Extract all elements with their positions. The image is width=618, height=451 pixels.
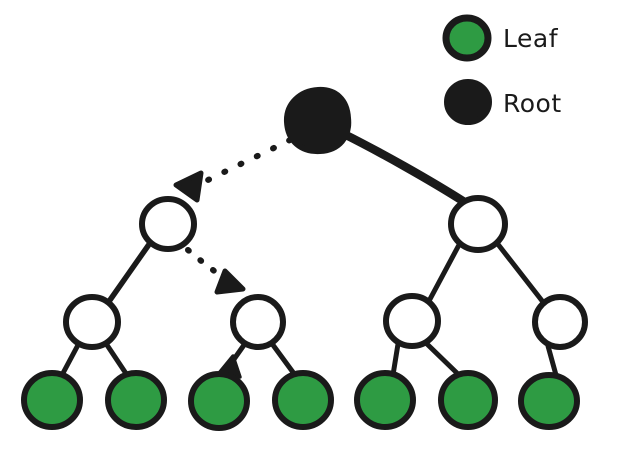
edge-nlr-to-leaf-4 bbox=[270, 342, 298, 378]
node-internal-right[interactable] bbox=[448, 195, 508, 253]
edge-nrl-to-leaf-6 bbox=[424, 341, 462, 378]
edge-nrl-to-leaf-5 bbox=[390, 341, 401, 378]
edge-nr-to-nrl bbox=[426, 240, 463, 304]
node-leaf-1[interactable] bbox=[21, 370, 83, 430]
legend-root-label: Root bbox=[503, 89, 562, 118]
legend-leaf-label: Leaf bbox=[503, 24, 559, 53]
node-internal-right-left[interactable] bbox=[383, 293, 441, 349]
edge-layer bbox=[59, 129, 559, 380]
legend: Leaf Root bbox=[442, 14, 562, 125]
edge-root-to-left-child-dotted bbox=[203, 137, 293, 184]
node-leaf-6[interactable] bbox=[438, 370, 498, 430]
node-leaf-2[interactable] bbox=[105, 370, 167, 430]
node-leaf-4[interactable] bbox=[272, 370, 334, 430]
legend-item-leaf[interactable]: Leaf bbox=[442, 14, 559, 62]
node-root[interactable] bbox=[284, 86, 352, 155]
node-layer bbox=[21, 86, 588, 431]
node-internal-left-right[interactable] bbox=[230, 294, 286, 350]
arrowhead-root-to-left-child bbox=[173, 170, 204, 203]
legend-item-root[interactable]: Root bbox=[444, 79, 562, 125]
edge-nll-to-leaf-1 bbox=[59, 342, 81, 378]
node-leaf-5[interactable] bbox=[354, 370, 416, 430]
legend-leaf-swatch-icon bbox=[442, 14, 492, 62]
node-internal-left[interactable] bbox=[139, 196, 197, 252]
edge-nrr-to-leaf-7 bbox=[545, 343, 559, 378]
legend-root-swatch-icon bbox=[444, 79, 492, 125]
node-leaf-7[interactable] bbox=[518, 372, 580, 430]
arrowhead-left-to-lowerright bbox=[214, 268, 246, 295]
edge-nl-to-nll bbox=[107, 240, 153, 303]
node-leaf-3[interactable] bbox=[188, 371, 250, 431]
edge-nr-to-nrr bbox=[494, 240, 546, 305]
edge-root-to-right-child bbox=[339, 129, 471, 208]
node-internal-left-left[interactable] bbox=[63, 294, 121, 350]
node-internal-right-right[interactable] bbox=[532, 294, 588, 350]
edge-nll-to-leaf-2 bbox=[104, 342, 130, 378]
